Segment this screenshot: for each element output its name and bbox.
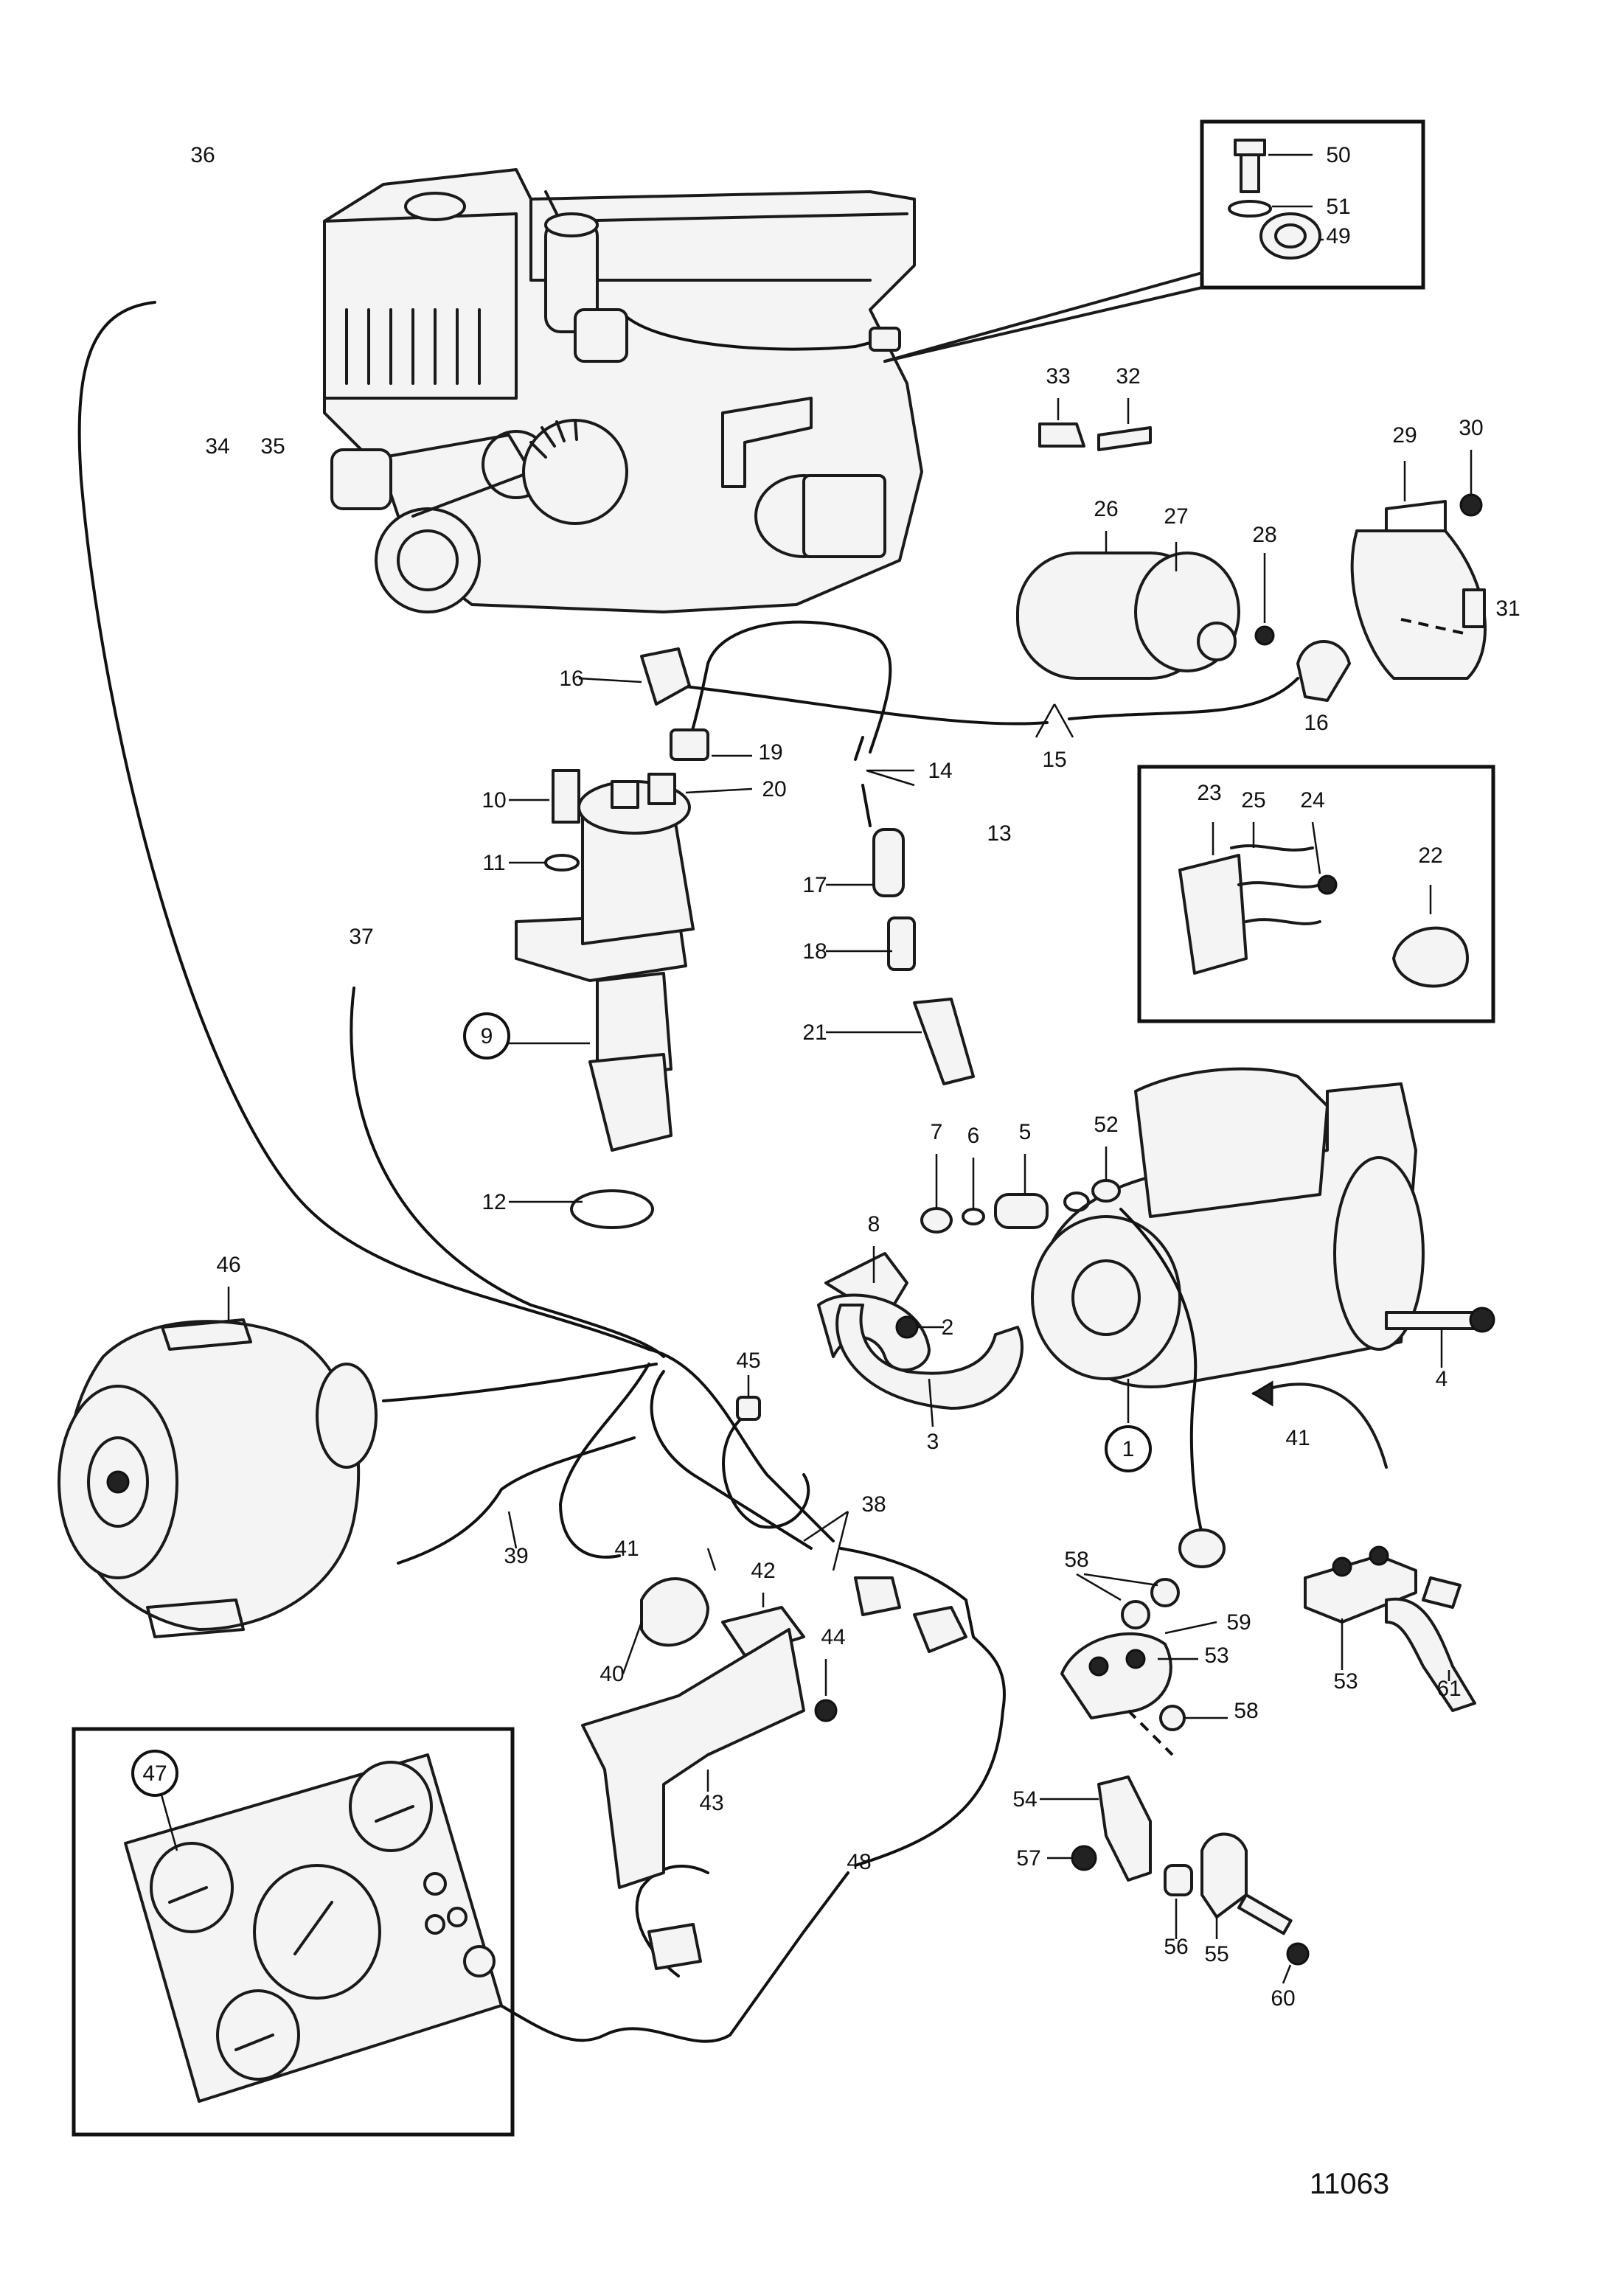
callout-label-19: 19 [758,740,782,765]
figure-number: 11063 [1310,2168,1389,2200]
callout-label-7: 7 [931,1120,943,1144]
callout-label-58: 58 [1234,1699,1258,1723]
callout-label-36: 36 [190,143,215,167]
inset-box-top-right [883,119,1425,363]
cable-loop-45 [722,1375,849,1571]
callout-label-23: 23 [1197,781,1221,805]
coil-bracket [1350,450,1487,680]
callout-label-61: 61 [1436,1677,1461,1701]
callout-label-25: 25 [1241,788,1265,813]
engine-assembly [323,168,923,613]
callout-label-8: 8 [868,1212,880,1236]
ignition-lead-wires [640,620,1351,761]
callout-label-10: 10 [482,788,506,813]
callout-label-16: 16 [559,667,583,691]
callout-label-4: 4 [1436,1367,1448,1391]
sensor-parts-32-33 [1038,398,1152,451]
terminal-block-53 [1060,1573,1228,1756]
alternator [58,1287,378,1638]
callout-label-11: 11 [482,851,505,875]
callout-label-49: 49 [1326,224,1350,248]
starter-motor-assembly [817,1067,1495,1427]
callout-label-22: 22 [1418,843,1442,868]
callout-label-55: 55 [1204,1942,1228,1966]
callout-label-47: 47 [142,1761,167,1786]
callout-label-3: 3 [927,1430,939,1454]
spark-plug-assembly [826,769,975,1085]
callout-circle-9 [463,1012,510,1060]
bracket-assembly-54-60 [1040,1775,1310,1984]
callout-label-39: 39 [504,1544,528,1568]
callout-label-5: 5 [1019,1120,1032,1144]
callout-label-38: 38 [861,1492,886,1517]
callout-label-32: 32 [1116,364,1140,389]
callout-label-29: 29 [1392,423,1417,448]
callout-label-9: 9 [481,1024,493,1048]
callout-label-54: 54 [1012,1787,1037,1812]
callout-label-13: 13 [987,821,1011,846]
callout-label-28: 28 [1252,523,1276,547]
callout-label-50: 50 [1326,143,1350,167]
callout-label-34: 34 [205,434,229,459]
callout-label-41: 41 [614,1537,639,1561]
callout-circle-47 [131,1750,178,1797]
callout-label-35: 35 [260,434,285,459]
terminal-block-right [1251,1380,1476,1712]
callout-label-40: 40 [599,1662,624,1686]
callout-label-14: 14 [928,759,952,783]
callout-label-43: 43 [699,1791,723,1815]
callout-label-2: 2 [942,1315,954,1340]
callout-label-53: 53 [1204,1643,1228,1668]
callout-label-18: 18 [802,939,827,964]
callout-label-37: 37 [349,925,373,949]
callout-label-51: 51 [1326,195,1350,219]
callout-label-57: 57 [1016,1846,1040,1871]
callout-label-21: 21 [802,1020,827,1045]
callout-label-1: 1 [1122,1437,1135,1461]
callout-label-33: 33 [1046,364,1070,389]
callout-label-58: 58 [1064,1548,1088,1572]
callout-label-30: 30 [1459,416,1483,440]
callout-label-44: 44 [821,1625,845,1649]
wiring-harness [77,301,1226,2043]
distributor-assembly [509,677,753,1229]
callout-label-31: 31 [1495,596,1520,621]
callout-label-60: 60 [1271,1986,1295,2011]
callout-label-59: 59 [1226,1610,1251,1635]
callout-label-17: 17 [802,873,827,897]
callout-label-26: 26 [1094,497,1118,521]
callout-label-41: 41 [1285,1426,1310,1450]
callout-label-46: 46 [216,1253,240,1277]
cable-39 [397,1436,636,1565]
instrument-panel-inset [72,1727,515,2137]
relay-and-bracket [581,1548,838,1889]
callout-label-52: 52 [1094,1113,1118,1137]
callout-label-6: 6 [967,1124,980,1148]
callout-label-12: 12 [482,1190,506,1214]
callout-label-20: 20 [762,777,786,801]
callout-label-56: 56 [1164,1935,1188,1959]
callout-label-27: 27 [1164,504,1188,529]
callout-label-24: 24 [1300,788,1324,813]
callout-label-48: 48 [847,1850,871,1874]
ignition-coil-assembly [1016,531,1275,680]
callout-circle-1 [1105,1425,1152,1472]
callout-label-53: 53 [1333,1669,1358,1694]
callout-label-45: 45 [736,1349,760,1373]
callout-label-16: 16 [1304,711,1328,735]
inset-box-middle-right [1137,765,1495,1023]
callout-label-42: 42 [751,1559,775,1583]
callout-label-15: 15 [1042,748,1066,772]
